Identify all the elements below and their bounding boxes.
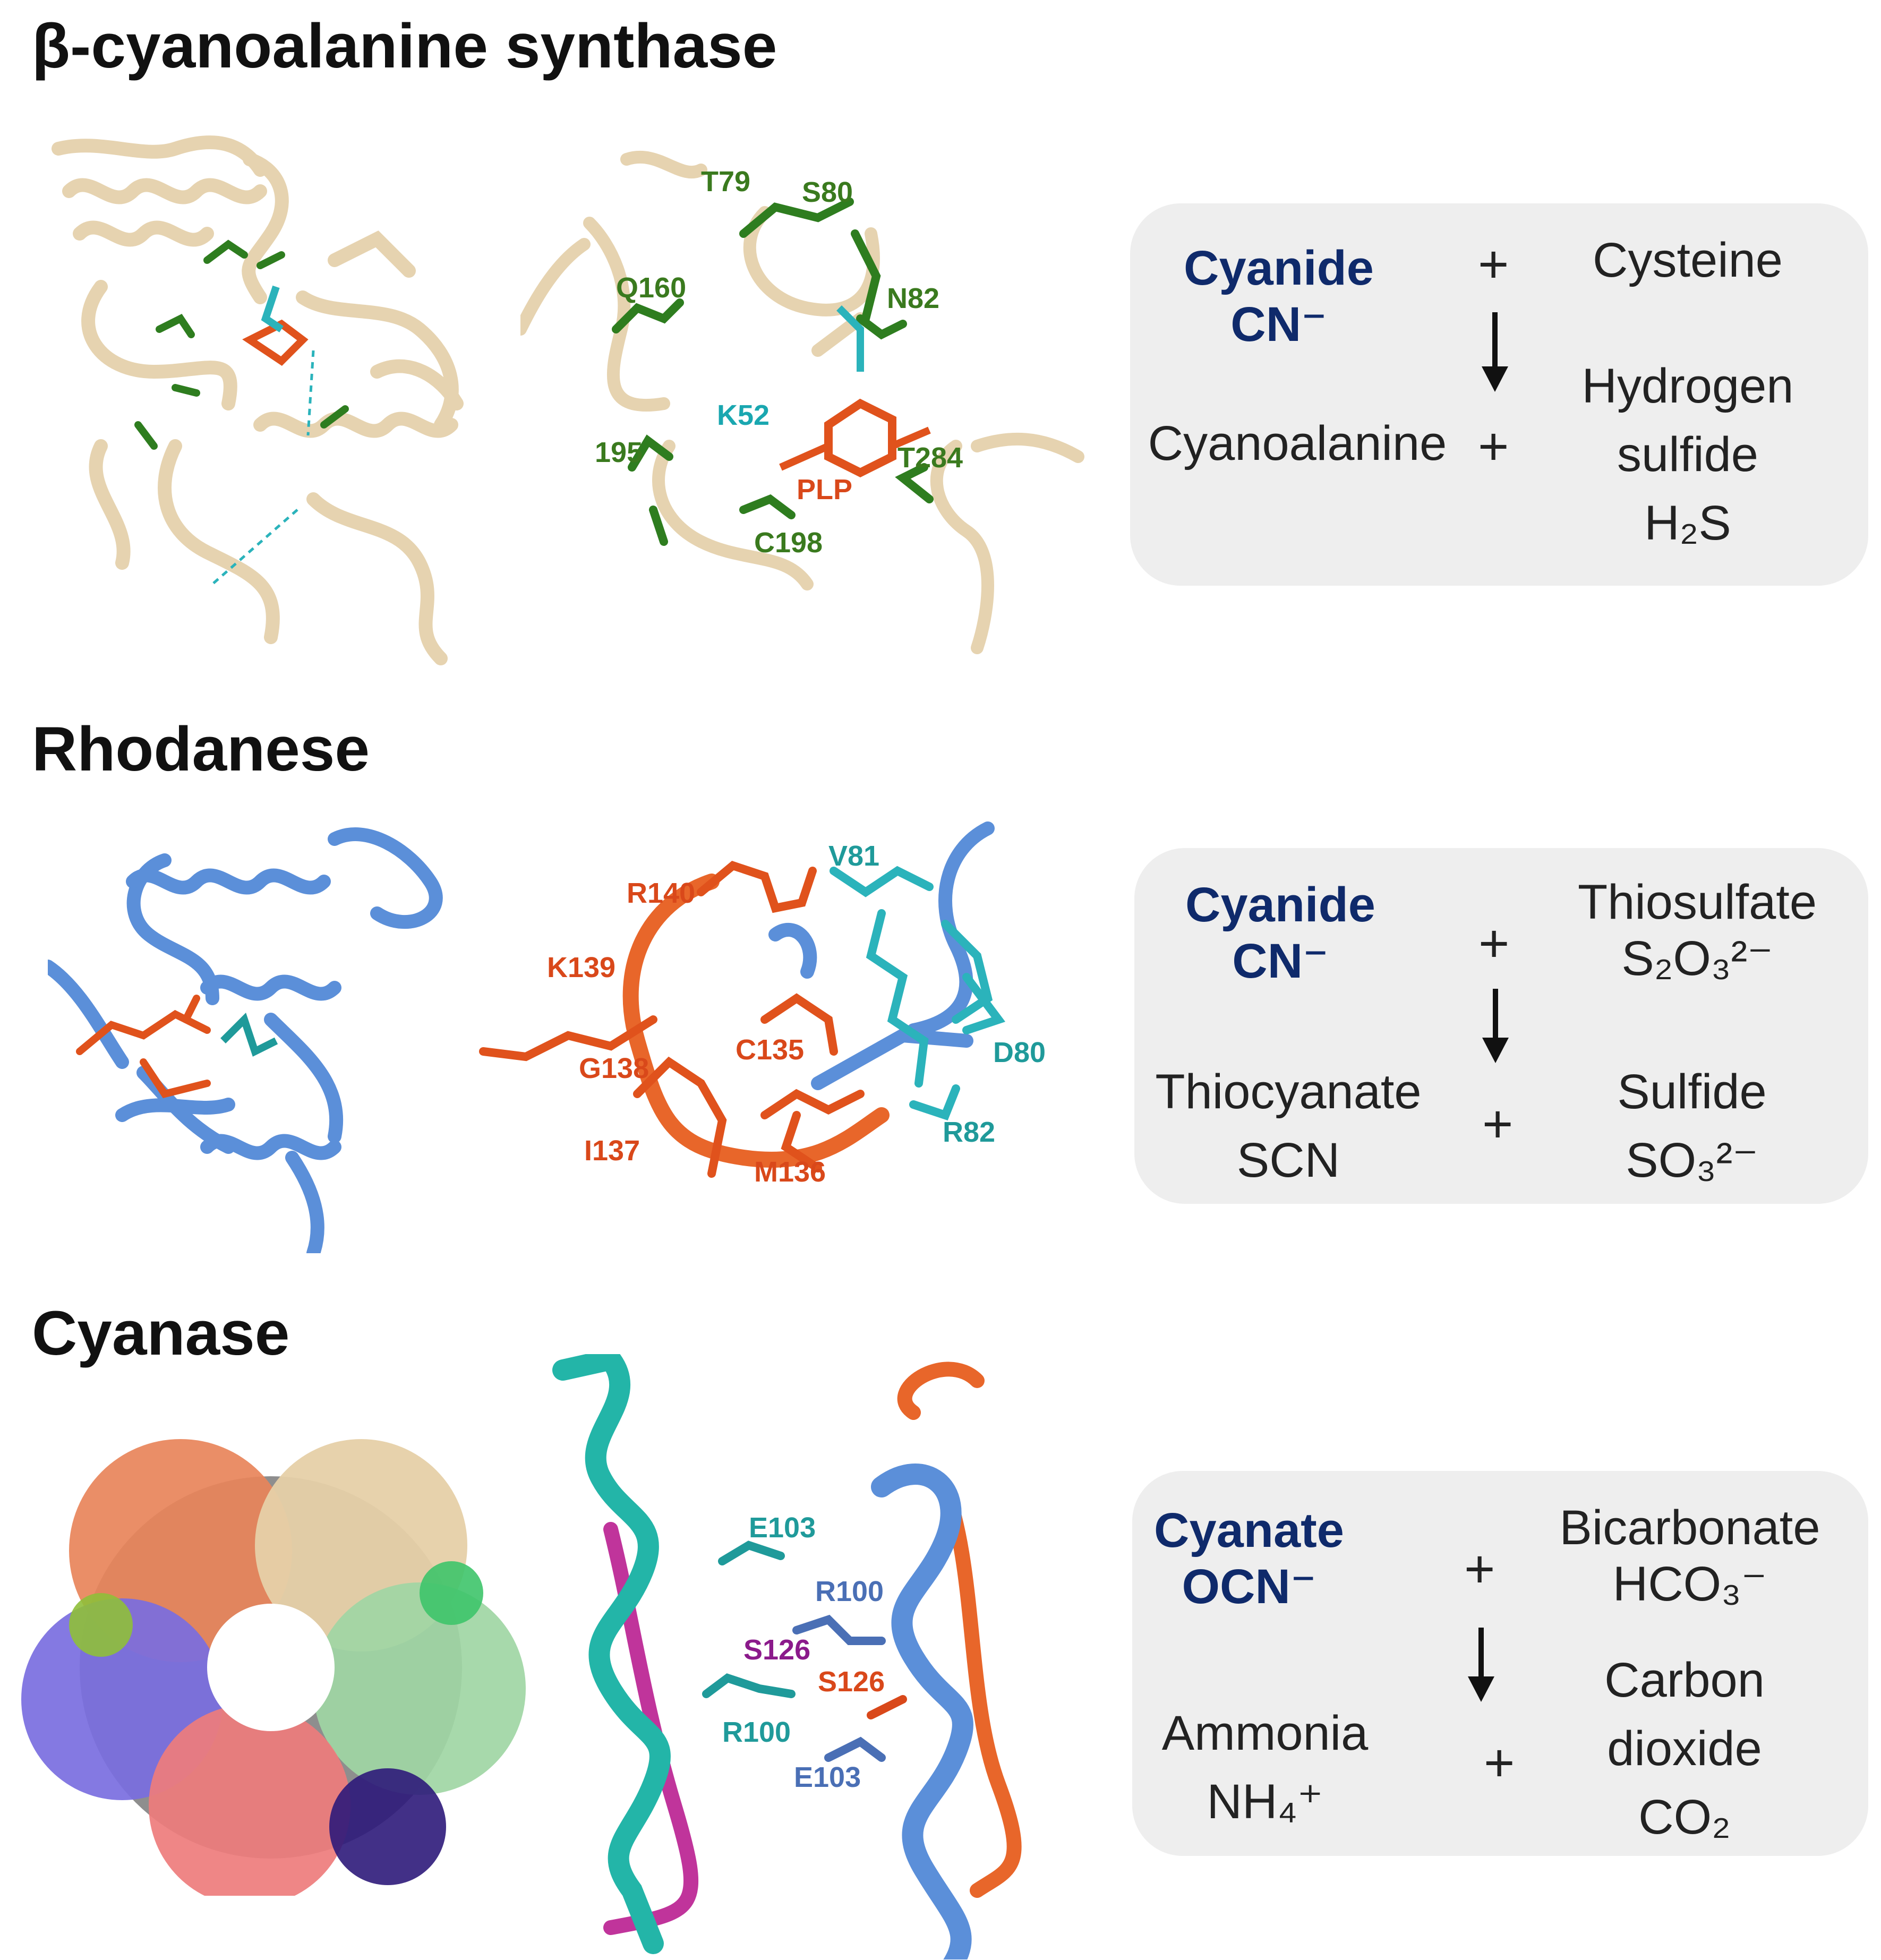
residue-label-k139: K139 — [547, 952, 615, 983]
residue-label-k52: K52 — [717, 399, 769, 431]
residue-label-d80: D80 — [993, 1037, 1046, 1068]
product-left: Thiocyanate SCN — [1155, 1065, 1422, 1187]
product-left: Cyanoalanine — [1148, 416, 1447, 470]
cosubstrate: Thiosulfate S₂O₃²⁻ — [1577, 875, 1817, 986]
residue-label-c198: C198 — [754, 527, 823, 559]
reaction-box-cyanase: Cyanate OCN⁻ + Bicarbonate HCO₃⁻ Ammonia… — [1132, 1471, 1868, 1856]
plus-sign: + — [1478, 914, 1510, 973]
reaction-arrow — [1468, 1628, 1494, 1702]
residue-label-195: 195 — [595, 436, 643, 468]
product-right: Carbon dioxide CO₂ — [1604, 1653, 1765, 1844]
rhodanese-overview-structure — [48, 827, 443, 1253]
cas-active-site: T79 S80 Q160 N82 K52 195 T284 PLP C198 — [520, 150, 1084, 654]
residue-label-i137: I137 — [584, 1135, 640, 1167]
substrate: Cyanide CN⁻ — [1185, 878, 1375, 988]
residue-label-s126-orange: S126 — [818, 1666, 885, 1698]
residue-label-r82: R82 — [943, 1116, 995, 1148]
residue-label-q160: Q160 — [616, 272, 686, 304]
residue-label-n82: N82 — [887, 283, 939, 314]
residue-label-t284: T284 — [897, 442, 963, 474]
reaction-arrow — [1482, 312, 1508, 392]
plus-sign: + — [1484, 1733, 1515, 1793]
residue-label-s126-magenta: S126 — [743, 1634, 810, 1666]
substrate: Cyanide CN⁻ — [1184, 241, 1374, 352]
residue-label-r100-teal: R100 — [722, 1716, 791, 1748]
residue-label-r140: R140 — [627, 877, 695, 909]
residue-label-r100-blue: R100 — [815, 1576, 884, 1607]
cosubstrate: Bicarbonate HCO₃⁻ — [1559, 1501, 1820, 1611]
residue-label-m136: M136 — [754, 1156, 826, 1188]
residue-label-v81: V81 — [828, 840, 879, 872]
cyanase-surface-structure — [21, 1439, 526, 1896]
residue-label-plp: PLP — [797, 474, 852, 506]
substrate: Cyanate OCN⁻ — [1154, 1503, 1344, 1614]
residue-label-t79: T79 — [701, 166, 750, 198]
cosubstrate: Cysteine — [1593, 233, 1783, 287]
plus-sign: + — [1478, 417, 1509, 476]
cyanase-active-site: E103 R100 S126 S126 R100 E103 — [552, 1354, 1022, 1959]
section-title-cyanase: Cyanase — [32, 1298, 290, 1368]
reaction-box-cas: Cyanide CN⁻ + Cysteine Cyanoalanine + Hy… — [1130, 203, 1868, 586]
section-title-cas: β-cyanoalanine synthase — [32, 11, 777, 81]
product-right: Sulfide SO₃²⁻ — [1617, 1065, 1767, 1187]
plus-sign: + — [1478, 235, 1509, 294]
residue-label-g138: G138 — [579, 1052, 649, 1084]
reaction-box-rhodanese: Cyanide CN⁻ + Thiosulfate S₂O₃²⁻ Thiocya… — [1134, 848, 1868, 1204]
rhodanese-active-site: R140 V81 K139 C135 D80 G138 R82 I137 M13… — [479, 821, 1046, 1188]
product-right: Hydrogen sulfide H₂S — [1581, 359, 1794, 550]
residue-label-e103-teal: E103 — [749, 1512, 816, 1544]
reaction-arrow — [1482, 989, 1509, 1063]
residue-label-c135: C135 — [736, 1034, 804, 1066]
residue-label-e103-blue: E103 — [794, 1761, 861, 1793]
section-title-rhodanese: Rhodanese — [32, 714, 370, 784]
plus-sign: + — [1482, 1094, 1514, 1154]
product-left: Ammonia NH₄⁺ — [1161, 1706, 1369, 1829]
residue-label-s80: S80 — [802, 176, 853, 208]
cas-overview-structure — [52, 135, 464, 665]
plus-sign: + — [1464, 1539, 1495, 1599]
